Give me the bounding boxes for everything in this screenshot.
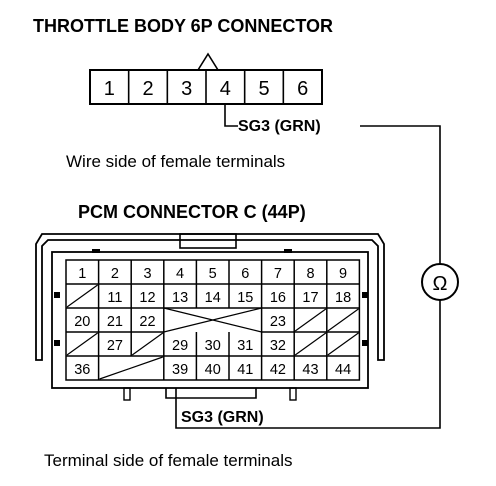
- pcm-pin-20: 20: [74, 314, 90, 330]
- pcm-grid-border: [65, 259, 361, 381]
- pcm-pin-43: 43: [302, 362, 318, 378]
- pcm-pin-4: 4: [176, 266, 184, 282]
- pcm-foot: [123, 387, 131, 401]
- pcm-pin-42: 42: [270, 362, 286, 378]
- pcm-pin-2: 2: [111, 266, 119, 282]
- throttle-pin-5: 5: [258, 78, 269, 100]
- pcm-blank-cross: [163, 307, 262, 333]
- wire-side-caption: Wire side of female terminals: [66, 152, 285, 171]
- throttle-connector-title: THROTTLE BODY 6P CONNECTOR: [33, 16, 333, 36]
- throttle-pin-3: 3: [181, 78, 192, 100]
- throttle-pin-6: 6: [297, 78, 308, 100]
- throttle-wire-label: SG3 (GRN): [238, 118, 321, 135]
- pcm-pin-3: 3: [143, 266, 151, 282]
- ohmmeter-icon: Ω: [421, 263, 459, 301]
- pcm-pin-15: 15: [237, 290, 253, 306]
- pcm-empty-cell-mark: [66, 284, 98, 308]
- throttle-pin-2: 2: [142, 78, 153, 100]
- terminal-side-caption: Terminal side of female terminals: [44, 451, 292, 470]
- pcm-pin-30: 30: [205, 338, 221, 354]
- throttle-connector: 1 2 3 4 5 6: [89, 52, 323, 105]
- pcm-pin-17: 17: [302, 290, 318, 306]
- pcm-pin-9: 9: [339, 266, 347, 282]
- pcm-empty-cell-mark: [327, 308, 359, 332]
- throttle-pin-1: 1: [104, 78, 115, 100]
- throttle-pin-4: 4: [220, 78, 231, 100]
- pcm-pin-40: 40: [205, 362, 221, 378]
- pcm-pin-6: 6: [241, 266, 249, 282]
- pcm-pin-grid: [65, 259, 361, 381]
- pcm-pin-16: 16: [270, 290, 286, 306]
- pcm-empty-cell-mark: [327, 332, 359, 356]
- throttle-wire-line: [224, 104, 238, 127]
- throttle-key-notch: [197, 52, 219, 71]
- pcm-pin-36: 36: [74, 362, 90, 378]
- pcm-pin-1: 1: [78, 266, 86, 282]
- pcm-empty-cell-mark: [66, 332, 98, 356]
- pcm-empty-cell-mark: [99, 356, 163, 380]
- pcm-pin-8: 8: [306, 266, 314, 282]
- ohmmeter-circle: [421, 263, 459, 301]
- pcm-pin-39: 39: [172, 362, 188, 378]
- pcm-pin-31: 31: [237, 338, 253, 354]
- pcm-connector-title: PCM CONNECTOR C (44P): [78, 202, 306, 222]
- pcm-top-latch: [179, 233, 237, 249]
- pcm-side-mark: [54, 292, 60, 298]
- meter-wire-line: [360, 125, 441, 264]
- pcm-pin-44: 44: [335, 362, 351, 378]
- pcm-wire-label: SG3 (GRN): [181, 409, 264, 426]
- pcm-empty-cell-mark: [294, 308, 327, 332]
- pcm-outer-housing: [35, 233, 385, 361]
- pcm-pin-29: 29: [172, 338, 188, 354]
- pcm-pin-22: 22: [139, 314, 155, 330]
- ohmmeter-symbol: Ω: [433, 273, 448, 295]
- pcm-pin-27: 27: [107, 338, 123, 354]
- pcm-wire-line: [175, 300, 441, 429]
- pcm-pin-13: 13: [172, 290, 188, 306]
- pcm-pin-7: 7: [274, 266, 282, 282]
- pcm-pin-32: 32: [270, 338, 286, 354]
- pcm-pin-23: 23: [270, 314, 286, 330]
- pcm-pin-5: 5: [209, 266, 217, 282]
- pcm-tab: [92, 249, 100, 253]
- pcm-pin-18: 18: [335, 290, 351, 306]
- pcm-pin-41: 41: [237, 362, 253, 378]
- pcm-pin-21: 21: [107, 314, 123, 330]
- pcm-side-mark: [362, 340, 368, 346]
- pcm-empty-cell-mark: [131, 332, 164, 356]
- pcm-side-mark: [362, 292, 368, 298]
- pcm-side-mark: [54, 340, 60, 346]
- pcm-inner-frame: [51, 251, 369, 389]
- pcm-tab: [284, 249, 292, 253]
- pcm-bottom-bracket: [165, 388, 257, 399]
- pcm-foot: [289, 387, 297, 401]
- pcm-empty-cell-mark: [294, 332, 327, 356]
- pcm-pin-12: 12: [139, 290, 155, 306]
- pcm-pin-11: 11: [107, 290, 122, 306]
- pcm-pin-14: 14: [205, 290, 221, 306]
